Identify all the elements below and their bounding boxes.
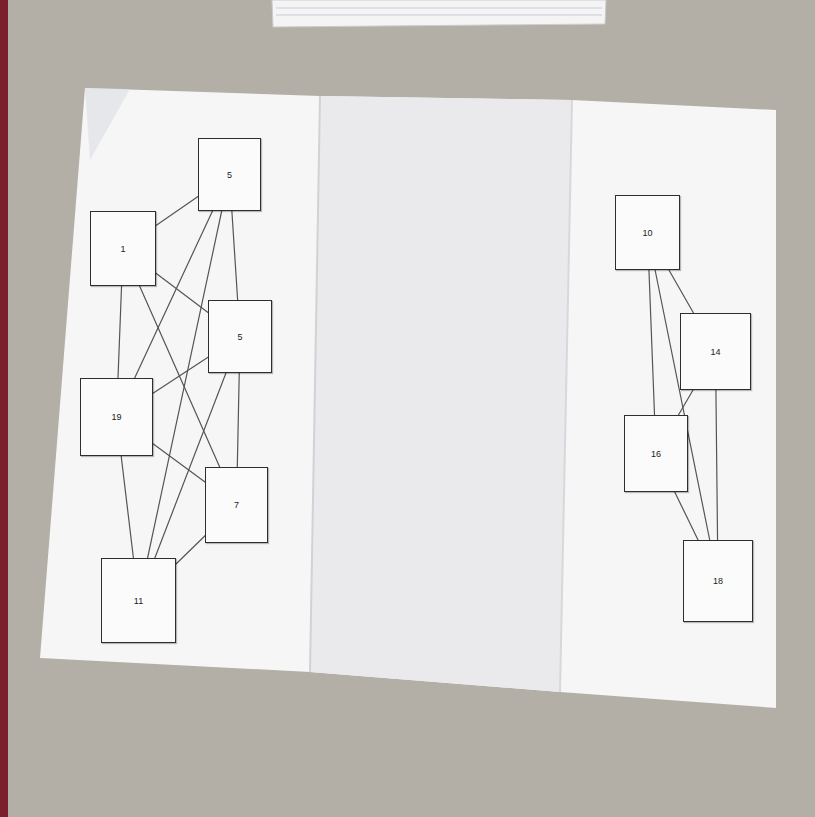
card-number: 14 <box>710 347 720 357</box>
number-card: 1 <box>90 211 156 286</box>
card-number: 5 <box>237 332 242 342</box>
pencil-line <box>678 390 693 415</box>
pencil-line <box>669 270 694 313</box>
pencil-line <box>716 390 718 540</box>
number-card: 7 <box>205 467 268 543</box>
pencil-line <box>232 211 238 300</box>
number-card: 11 <box>101 558 176 643</box>
pencil-line <box>153 357 208 393</box>
pencil-line <box>655 270 710 540</box>
paper-sheet <box>40 88 776 708</box>
pencil-line <box>649 270 655 415</box>
paper-middle-panel <box>310 96 572 692</box>
pencil-line <box>237 373 239 467</box>
ruled-line <box>276 15 602 16</box>
pencil-line <box>121 456 133 558</box>
card-number: 16 <box>651 449 661 459</box>
pencil-line <box>118 286 122 378</box>
card-number: 7 <box>234 500 239 510</box>
pencil-line <box>156 196 198 225</box>
card-number: 18 <box>713 576 723 586</box>
card-number: 5 <box>227 170 232 180</box>
number-card: 14 <box>680 313 751 390</box>
fold-line <box>560 100 572 692</box>
pencil-line <box>153 444 205 482</box>
pencil-line <box>176 536 205 564</box>
card-number: 1 <box>120 244 125 254</box>
pencil-line <box>675 492 698 540</box>
red-edge <box>0 0 8 817</box>
card-number: 19 <box>111 412 121 422</box>
card-number: 10 <box>642 228 652 238</box>
number-card: 18 <box>683 540 753 622</box>
number-card: 16 <box>624 415 688 492</box>
number-card: 5 <box>198 138 261 211</box>
paper-strip <box>272 0 606 27</box>
number-card: 5 <box>208 300 272 373</box>
card-number: 11 <box>134 596 143 606</box>
number-card: 10 <box>615 195 680 270</box>
ruled-line <box>276 8 602 9</box>
paper-shadow <box>85 88 130 160</box>
pencil-line <box>156 273 208 312</box>
number-card: 19 <box>80 378 153 456</box>
fold-line <box>310 96 320 672</box>
